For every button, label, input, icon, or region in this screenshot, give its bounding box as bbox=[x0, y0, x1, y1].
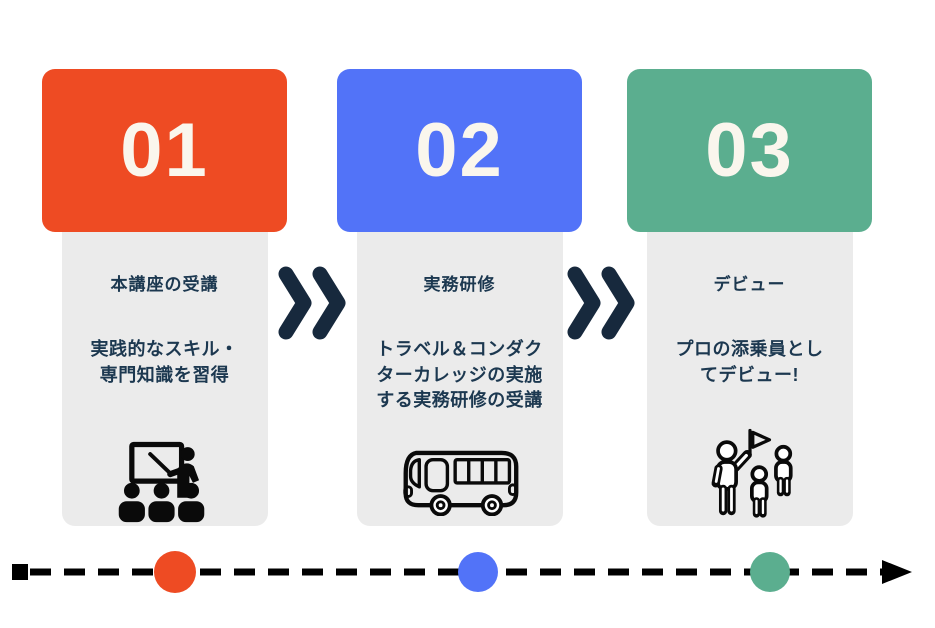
step-2-header: 02 bbox=[337, 69, 582, 232]
timeline-start-square bbox=[12, 564, 28, 580]
step-2-body: 実務研修 トラベル＆コンダク ターカレッジの実施 する実務研修の受講 bbox=[356, 232, 563, 526]
step-3-description: プロの添乗員とし てデビュー! bbox=[675, 339, 824, 385]
step-2-title: 実務研修 bbox=[423, 275, 496, 294]
classroom-lecture-icon bbox=[62, 441, 268, 523]
timeline-dot-step-2 bbox=[458, 552, 498, 592]
step-1-title: 本講座の受講 bbox=[110, 275, 219, 294]
timeline-arrowhead bbox=[882, 560, 912, 584]
step-1-card: 01 本講座の受講 実践的なスキル・ 専門知識を習得 bbox=[42, 69, 287, 526]
chevron-right-double-icon bbox=[567, 266, 637, 345]
progress-timeline bbox=[0, 541, 935, 608]
step-3-title: デビュー bbox=[713, 275, 786, 294]
step-1-number: 01 bbox=[120, 107, 209, 193]
step-2-number: 02 bbox=[415, 107, 504, 193]
chevron-right-double-icon bbox=[278, 266, 348, 345]
tour-guide-flag-icon bbox=[647, 427, 853, 523]
step-2-description: トラベル＆コンダク ターカレッジの実施 する実務研修の受講 bbox=[376, 339, 543, 411]
step-1-description: 実践的なスキル・ 専門知識を習得 bbox=[90, 339, 239, 385]
step-3-header: 03 bbox=[627, 69, 872, 232]
timeline-dot-step-1 bbox=[154, 551, 196, 593]
step-2-card: 02 実務研修 トラベル＆コンダク ターカレッジの実施 する実務研修の受講 bbox=[337, 69, 582, 526]
step-3-body: デビュー プロの添乗員とし てデビュー! bbox=[646, 232, 853, 526]
step-1-body: 本講座の受講 実践的なスキル・ 専門知識を習得 bbox=[61, 232, 268, 526]
bus-icon bbox=[357, 446, 563, 516]
timeline-dot-step-3 bbox=[750, 552, 790, 592]
step-3-number: 03 bbox=[705, 107, 794, 193]
step-1-header: 01 bbox=[42, 69, 287, 232]
step-3-card: 03 デビュー プロの添乗員とし てデビュー! bbox=[627, 69, 872, 526]
